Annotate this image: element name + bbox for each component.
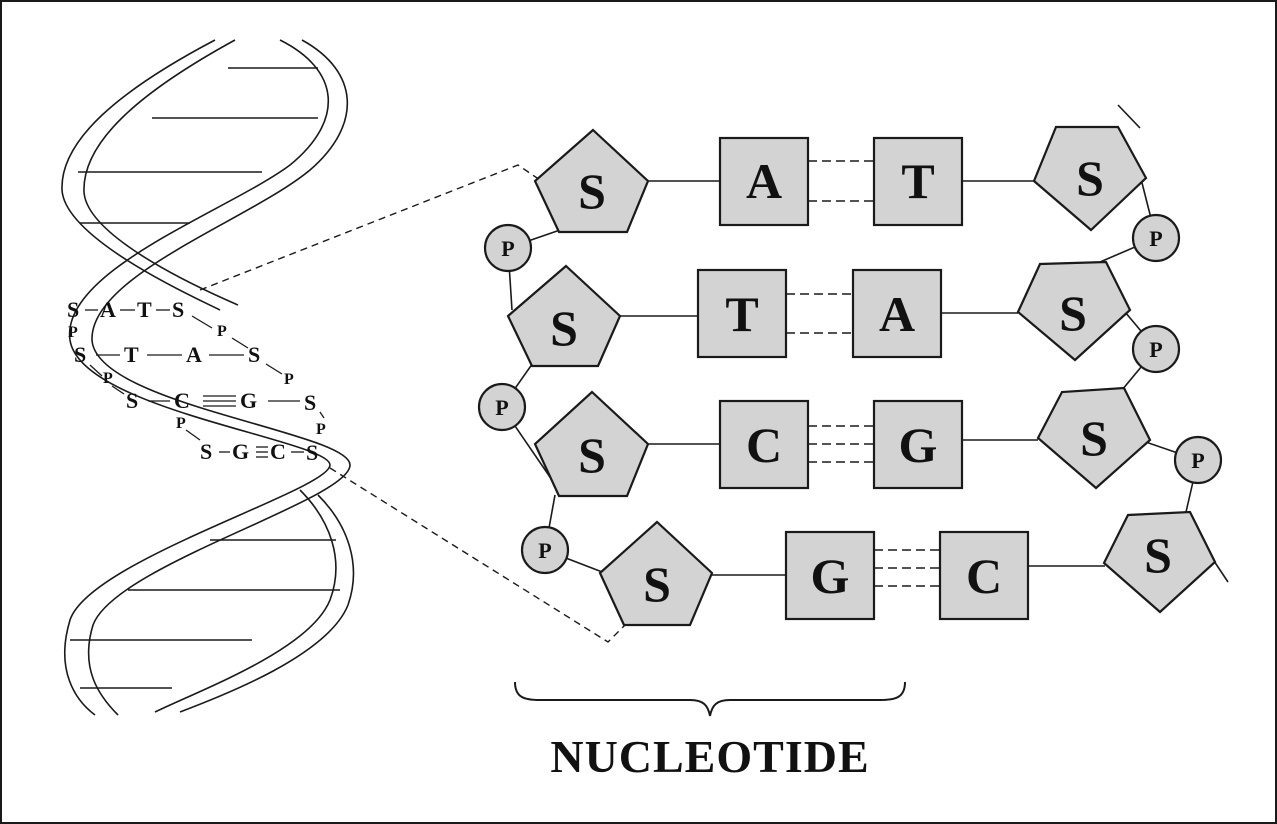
inset-base: T [137,297,152,322]
base-square [872,136,964,227]
inset-base: T [124,342,139,367]
phosphate-circle [477,382,527,432]
phosphate-circle [1131,213,1181,263]
phosphate-circle [520,525,570,575]
double-helix: S A T S P P S T A S P P S [61,39,355,716]
phosphate-label: P [1149,337,1162,362]
base-label: A [879,286,915,342]
inset-sugar: S [306,440,318,465]
sugar-label: S [1059,285,1087,341]
inset-sugar: S [248,342,260,367]
base-square [851,268,943,359]
inset-phosphate: P [176,415,186,432]
inset-bond [185,429,201,441]
inset-phosphate: P [217,323,227,340]
base-square [718,136,810,227]
inset-bond [231,337,249,349]
phosphate-circle [1131,324,1181,374]
base-square [718,399,810,490]
inset-sugar: S [200,439,212,464]
phosphate-circle [483,223,533,273]
phosphate-circle [1173,435,1223,485]
nucleotide-brace [514,681,906,717]
base-square [872,399,964,490]
inset-sugar: S [126,388,138,413]
inset-base: C [270,439,286,464]
hydrogen-bonds [786,160,940,587]
sugar-pentagon [1102,510,1217,614]
base-label: T [901,153,934,209]
sugar-label: S [1144,527,1172,583]
helix-strand-a-inner [87,39,351,716]
phosphate-label: P [501,236,514,261]
phosphate-label: P [1191,448,1204,473]
sugar-pentagon [1036,386,1152,490]
sugar-label: S [550,300,578,356]
base-label: G [811,548,850,604]
base-square [938,530,1030,621]
caption-nucleotide: NUCLEOTIDE [550,731,869,782]
sugar-label: S [643,556,671,612]
phosphate-label: P [1149,226,1162,251]
base-label: C [746,417,782,473]
bases: A T T A C G G C [696,136,1030,621]
helix-inset-sequence: S A T S P P S T A S P P S [67,297,326,465]
inset-phosphate: P [68,324,78,341]
helix-strand-b-lower-inner [179,494,355,713]
base-label: A [746,153,782,209]
inset-bond [265,363,283,375]
base-label: G [899,417,938,473]
sugar-label: S [1076,150,1104,206]
helix-strand-b-inner [83,39,239,306]
inset-phosphate: P [284,371,294,388]
inset-sugar: S [304,390,316,415]
helix-strand-b-outer [61,39,221,311]
phosphate-label: P [538,538,551,563]
inset-bond [111,385,125,395]
base-square [784,530,876,621]
base-square [696,268,788,359]
base-label: C [966,548,1002,604]
sugar-pentagon [533,128,650,234]
inset-base: C [174,388,190,413]
inset-bond [191,315,213,329]
inset-bond [319,411,325,419]
inset-bond [89,364,103,377]
sugar-pentagon [1032,125,1148,232]
inset-base: A [186,342,202,367]
inset-phosphate: P [316,421,326,438]
sugars: S S S S S S S S [506,125,1217,627]
sugar-pentagon [1016,260,1132,362]
callout-line-bottom [329,467,626,643]
phosphate-label: P [495,395,508,420]
sugar-label: S [578,427,606,483]
helix-strand-b-lower-outer [154,489,337,713]
sugar-label: S [1080,410,1108,466]
sugar-pentagon [598,520,714,627]
sugar-pentagon [506,264,622,368]
sugar-pentagon [533,390,650,498]
inset-sugar: S [74,342,86,367]
inset-sugar: S [67,297,79,322]
phosphates: P P P P P P [477,213,1223,575]
inset-base: G [232,439,249,464]
backbone-bond [1117,104,1141,129]
base-label: T [725,286,758,342]
sugar-label: S [578,163,606,219]
helix-strand-a-outer [64,39,331,716]
callout-line-top [199,164,541,291]
inset-base: A [100,297,116,322]
inset-phosphate: P [103,370,113,387]
inset-sugar: S [172,297,184,322]
inset-base: G [240,388,257,413]
